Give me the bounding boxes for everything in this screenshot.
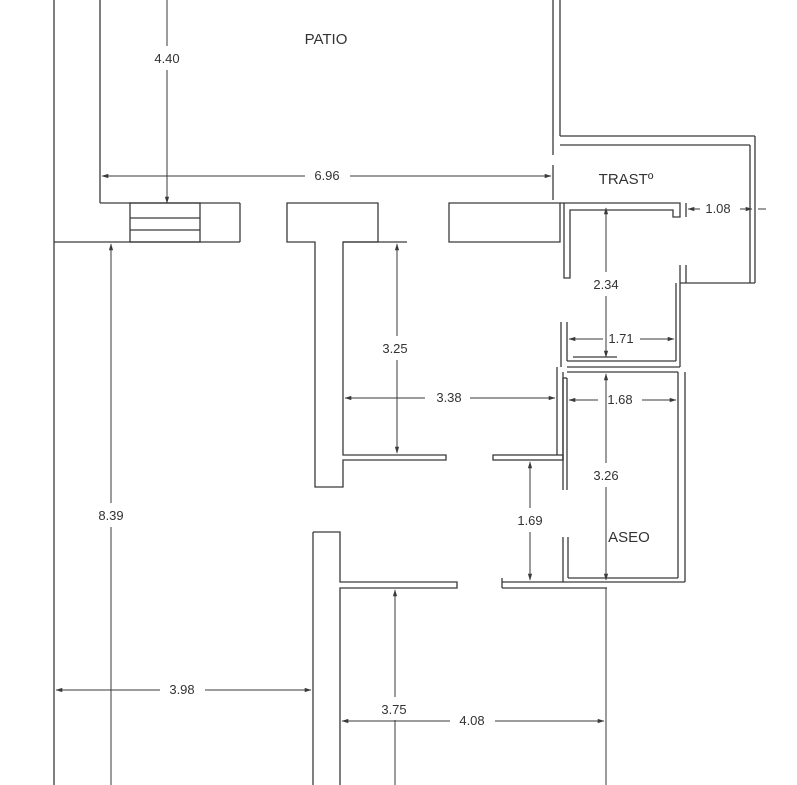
dim-label-room-depth: 3.75 xyxy=(381,702,406,717)
dim-label-total-depth: 8.39 xyxy=(98,508,123,523)
dim-label-small-width: 1.71 xyxy=(608,331,633,346)
dim-label-patio-width: 6.96 xyxy=(314,168,339,183)
dim-label-hall-width: 3.38 xyxy=(436,390,461,405)
dim-label-room-width: 4.08 xyxy=(459,713,484,728)
room-label-trastero: TRASTº xyxy=(599,171,654,188)
dim-label-hall-depth: 3.25 xyxy=(382,341,407,356)
dim-label-left-width: 3.98 xyxy=(169,682,194,697)
room-label-aseo: ASEO xyxy=(608,529,650,546)
dim-label-aseo-width: 1.68 xyxy=(607,392,632,407)
dim-label-trast-depth: 2.34 xyxy=(593,277,618,292)
dim-label-patio-depth: 4.40 xyxy=(154,51,179,66)
dimension-lines xyxy=(55,0,766,785)
dim-label-aseo-depth: 3.26 xyxy=(593,468,618,483)
room-label-patio: PATIO xyxy=(305,31,348,48)
dim-label-trast-width: 1.08 xyxy=(705,201,730,216)
walls xyxy=(53,0,756,785)
dim-label-corridor: 1.69 xyxy=(517,513,542,528)
